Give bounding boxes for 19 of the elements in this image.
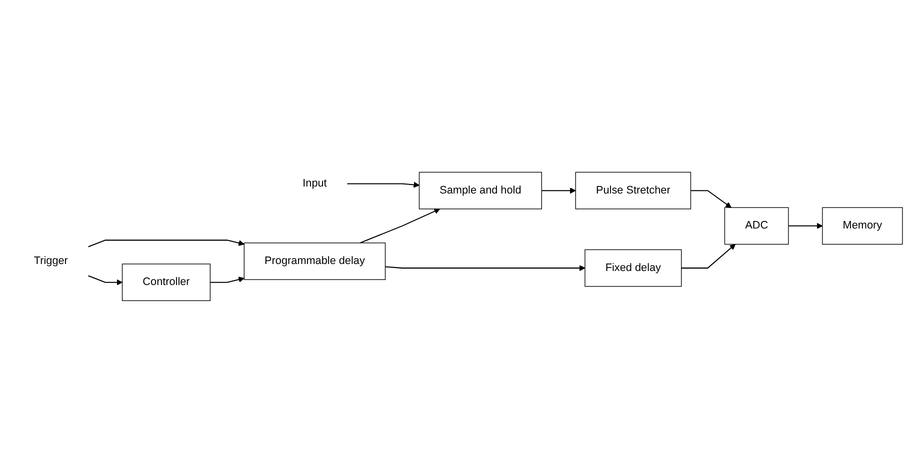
arrow	[360, 208, 440, 244]
node-text: Input	[302, 178, 327, 190]
node-box: Pulse Stretcher	[575, 172, 692, 210]
arrow	[88, 240, 244, 248]
node-box: ADC	[724, 208, 789, 246]
arrow	[681, 244, 736, 269]
arrow	[788, 223, 823, 230]
arrow	[690, 190, 732, 208]
arrow	[542, 188, 576, 194]
arrow	[347, 182, 420, 188]
node-box: Memory	[822, 208, 903, 246]
node-box: Sample and hold	[418, 172, 542, 210]
node-box: Controller	[122, 264, 211, 302]
arrow	[210, 277, 244, 284]
node-box: Programmable delay	[244, 243, 386, 280]
node-text: Trigger	[34, 256, 68, 268]
arrow	[88, 276, 123, 286]
arrow	[385, 266, 586, 272]
node-box: Fixed delay	[584, 250, 682, 288]
